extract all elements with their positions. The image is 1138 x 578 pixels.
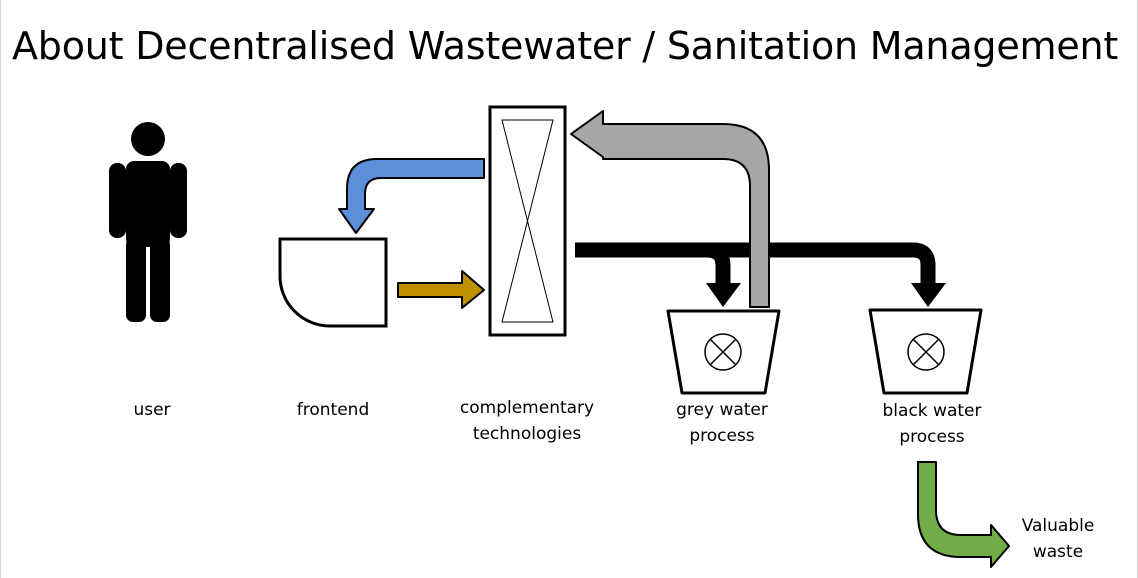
black-arrowhead-grey-branch [706,283,741,307]
filter-box [488,105,567,337]
slide-title: About Decentralised Wastewater / Sanitat… [12,24,1119,68]
blue-arrow [338,158,485,234]
valuable-waste-label: Valuable waste [1021,516,1095,562]
green-arrow [917,461,1010,568]
black-arrowhead-black-branch [911,283,946,307]
user-label: user [133,400,171,420]
black-water-tank-icon [868,308,983,395]
frontend-shape [278,237,388,328]
grey-water-tank-icon [666,309,781,395]
gold-arrow [397,270,485,309]
grey-water-process-label: grey water process [676,400,768,446]
frontend-label: frontend [296,400,370,420]
grey-arrow [570,110,770,308]
person-icon [109,122,187,322]
complementary-technologies-label: complementary technologies [459,398,595,444]
black-arrow-pipe [575,242,936,285]
black-water-process-label: black water process [882,401,982,447]
